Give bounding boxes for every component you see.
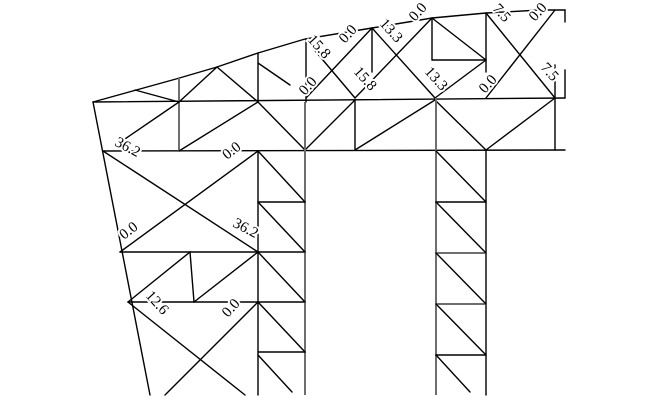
left-frame-diagonals	[102, 150, 259, 396]
force-label: 36.2	[230, 215, 261, 241]
right-column	[435, 98, 487, 396]
force-label: 0.0	[406, 0, 430, 25]
force-label: 36.2	[112, 134, 143, 160]
force-label: 0.0	[336, 22, 360, 47]
force-label: 15.8	[304, 32, 333, 62]
force-label: 13.3	[376, 16, 405, 46]
force-label: 0.0	[220, 139, 245, 163]
roof-diagonals	[121, 9, 556, 152]
member-force-labels: 15.8 0.0 13.3 0.0 7.5 0.0 0.0 15.8 13.3 …	[110, 0, 563, 323]
force-label: 0.0	[476, 72, 500, 97]
force-label: 0.0	[219, 296, 243, 321]
top-chord	[92, 9, 566, 103]
force-label: 12.6	[142, 288, 172, 319]
horizontal-chords	[92, 59, 566, 303]
force-label: 0.0	[296, 74, 320, 99]
left-column	[257, 102, 306, 396]
roof-verticals	[178, 12, 566, 151]
force-label: 15.8	[350, 64, 379, 94]
